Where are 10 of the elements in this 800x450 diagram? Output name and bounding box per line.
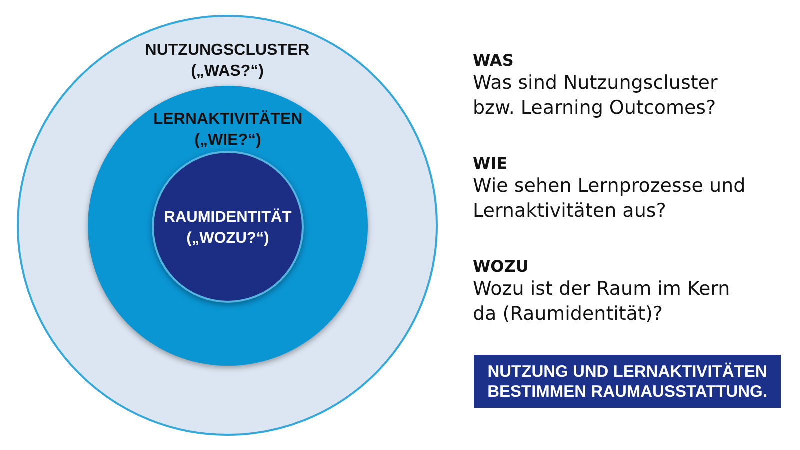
question-text: Wozu ist der Raum im Kern da (Raumidentität)? (473, 277, 732, 327)
question-heading: WIE (473, 154, 508, 174)
question-heading: WOZU (473, 257, 529, 277)
question-text: Wie sehen Lernprozesse und Lernaktivitäten aus? (473, 174, 747, 224)
ring-label: NUTZUNGSCLUSTER („WAS?“) (144, 41, 311, 82)
statement-banner: NUTZUNG UND LERNAKTIVITÄTEN BESTIMMEN RAUMAUSSTATTUNG. (474, 355, 781, 408)
ring-label: LERNAKTIVITÄTEN („WIE?“) (152, 109, 304, 151)
question-heading: WAS (473, 51, 514, 71)
core-label: RAUMIDENTITÄT („WOZU?“) (163, 208, 293, 249)
question-text: Was sind Nutzungscluster bzw. Learning Outcomes? (473, 71, 719, 121)
